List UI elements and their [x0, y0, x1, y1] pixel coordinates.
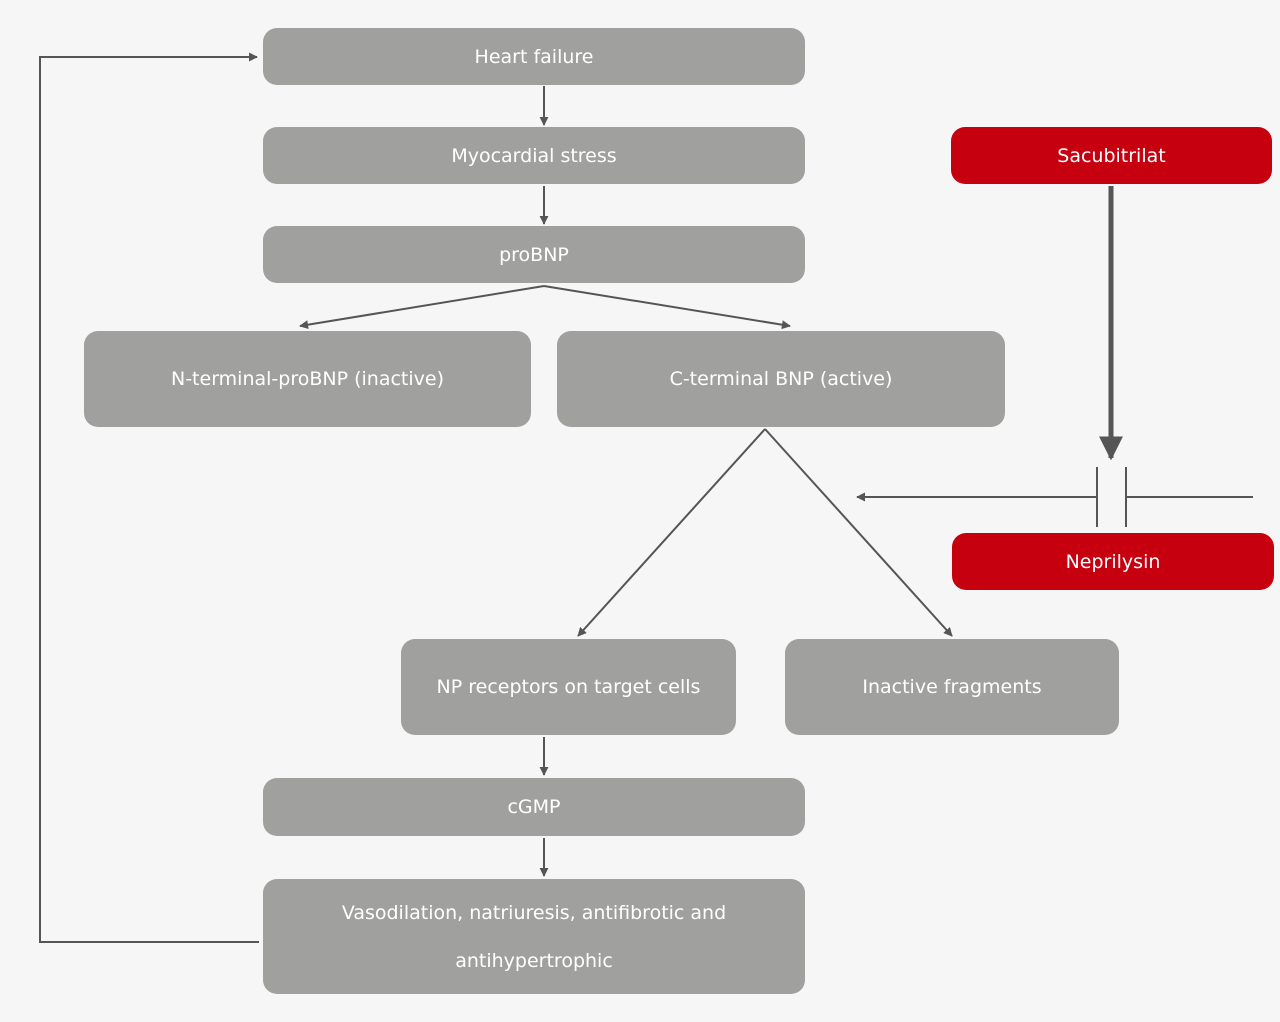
probnp-label: proBNP — [499, 243, 569, 266]
np-receptors-label: NP receptors on target cells — [436, 676, 701, 698]
arrow-probnp-to-ct-bnp — [543, 285, 791, 330]
nt-probnp-label: N-terminal-proBNP (inactive) — [170, 368, 444, 390]
np-receptors-box: NP receptors on target cells — [401, 639, 736, 735]
sacubitrilat-box: Sacubitrilat — [951, 127, 1272, 184]
myocardial-stress-label: Myocardial stress — [451, 144, 617, 167]
sacubitrilat-label: Sacubitrilat — [1057, 144, 1166, 167]
myocardial-stress-box: Myocardial stress — [263, 127, 805, 184]
feedback-loop-arrow — [39, 52, 259, 943]
arrow-probnp-to-nt-probnp — [299, 285, 545, 330]
ct-bnp-box: C-terminal BNP (active) — [557, 331, 1005, 427]
probnp-box: proBNP — [263, 226, 805, 283]
inactive-fragments-label: Inactive fragments — [862, 676, 1042, 698]
ct-bnp-label: C-terminal BNP (active) — [669, 368, 893, 390]
arrow-ct-bnp-to-fragments — [764, 428, 953, 637]
nt-probnp-box: N-terminal-proBNP (inactive) — [84, 331, 531, 427]
cgmp-box: cGMP — [263, 778, 805, 836]
neprilysin-label: Neprilysin — [1065, 550, 1161, 573]
heart-failure-box: Heart failure — [263, 28, 805, 85]
cgmp-label: cGMP — [507, 796, 561, 818]
effects-label-line2: antihypertrophic — [455, 949, 613, 972]
effects-box: Vasodilation, natriuresis, antifibrotic … — [263, 879, 805, 994]
neprilysin-box: Neprilysin — [952, 533, 1274, 590]
inactive-fragments-box: Inactive fragments — [785, 639, 1119, 735]
effects-label-line1: Vasodilation, natriuresis, antifibrotic … — [341, 901, 727, 924]
arrow-ct-bnp-to-receptors — [577, 428, 766, 637]
heart-failure-label: Heart failure — [474, 45, 594, 68]
